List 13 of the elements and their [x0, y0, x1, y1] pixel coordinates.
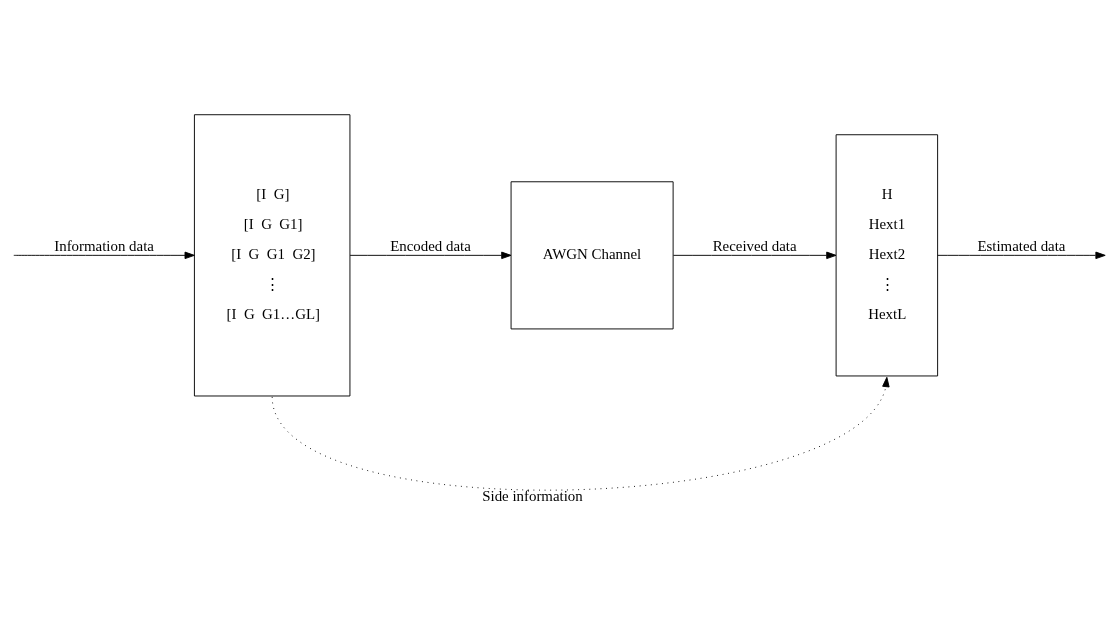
- edge-label: Estimated data: [977, 237, 1066, 254]
- arrow: [13, 251, 195, 260]
- arrow: [673, 251, 837, 260]
- node-box: AWGN Channel: [510, 181, 674, 330]
- arrow: [349, 251, 512, 260]
- edge-label: Encoded data: [390, 237, 471, 254]
- node-box: H Hext1 Hext2 ⋮ HextL: [835, 134, 939, 377]
- node-box: [I G] [I G G1] [I G G1 G2] ⋮ [I G G1…GL]: [193, 114, 351, 397]
- edge-label: Information data: [54, 237, 154, 254]
- arrow: [937, 251, 1106, 260]
- arrow: [271, 376, 890, 491]
- edge-label: Side information: [482, 488, 583, 505]
- edge-label: Received data: [712, 237, 797, 254]
